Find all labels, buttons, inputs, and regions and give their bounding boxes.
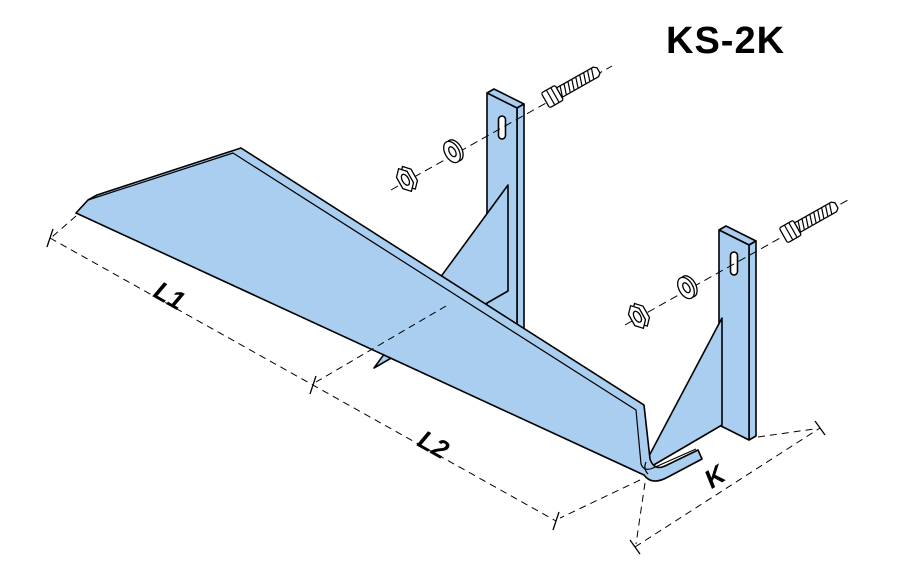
slot-hole-1 [497, 115, 507, 140]
rail-left-tip-edge [75, 199, 89, 214]
bolt-2-threads [797, 202, 833, 233]
gusset-2 [639, 317, 723, 474]
extension-line-k-near [635, 482, 646, 545]
dim-label-k: K [699, 458, 733, 495]
plate-2-side-edge [748, 240, 757, 441]
rail-inner-edges [87, 152, 697, 470]
dim-label-l2: L2 [413, 424, 455, 465]
bolt-2-head-facets [783, 222, 798, 241]
rail-bend-radius [644, 461, 649, 475]
bolt-1-threads [559, 67, 595, 98]
hex-nut-1 [395, 165, 419, 193]
nut-2-hole [632, 310, 643, 323]
extension-line-mid [315, 305, 447, 383]
rail-silhouette [75, 147, 703, 482]
bolt-1 [541, 66, 601, 108]
bolt-1-shank [555, 66, 601, 99]
dimension-line-l1-l2 [49, 237, 557, 522]
extension-line-left [51, 215, 77, 238]
dim-tick [814, 420, 826, 436]
bolt-2 [779, 201, 839, 243]
nut-1-hole [400, 173, 411, 186]
washer-1-hole [448, 146, 457, 158]
washer-1 [443, 139, 464, 164]
dim-tick [309, 375, 317, 395]
mounting-plate-2 [718, 225, 757, 441]
bolt-1-head-facets [545, 87, 560, 106]
dim-label-l1: L1 [149, 275, 190, 316]
extension-line-right [559, 479, 641, 519]
dimension-line-k [634, 427, 821, 548]
washer-2 [677, 275, 698, 300]
product-title: KS-2K [666, 20, 785, 62]
bolt-2-shank [793, 201, 839, 234]
hex-nut-2 [627, 302, 651, 330]
washer-2-hole [682, 282, 691, 294]
dim-tick [629, 539, 641, 555]
gusset-2-rib [639, 317, 723, 474]
plate-1-side-edge [516, 103, 525, 346]
dim-tick [552, 511, 560, 531]
dim-tick [46, 228, 54, 248]
extension-line-k-far [757, 428, 815, 438]
slot-hole-2 [729, 251, 739, 276]
console-rail [75, 147, 703, 482]
